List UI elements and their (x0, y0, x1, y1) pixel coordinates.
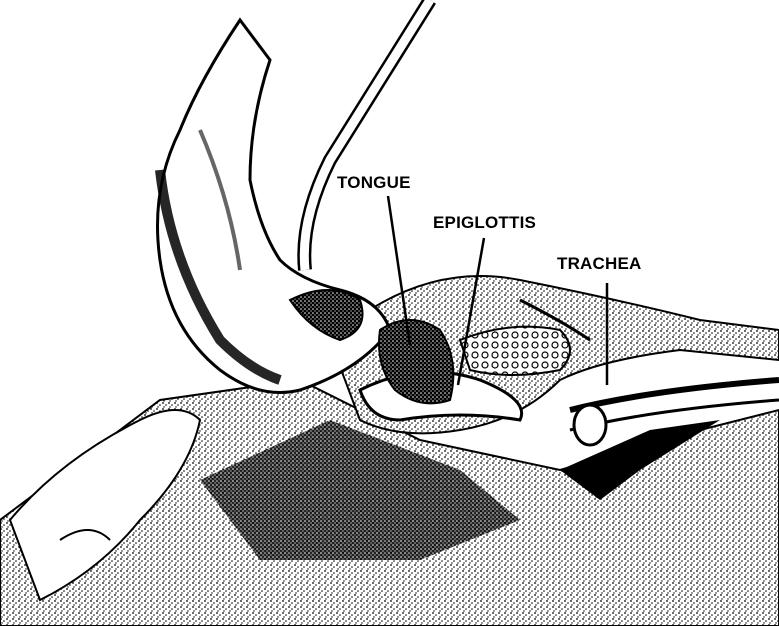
hand-drawing (158, 20, 391, 393)
vertebra-shape (460, 327, 570, 375)
trachea-label: TRACHEA (557, 254, 642, 274)
tongue-label: TONGUE (337, 173, 411, 193)
endotracheal-tube (304, 0, 430, 270)
epiglottis-label: EPIGLOTTIS (433, 213, 536, 233)
